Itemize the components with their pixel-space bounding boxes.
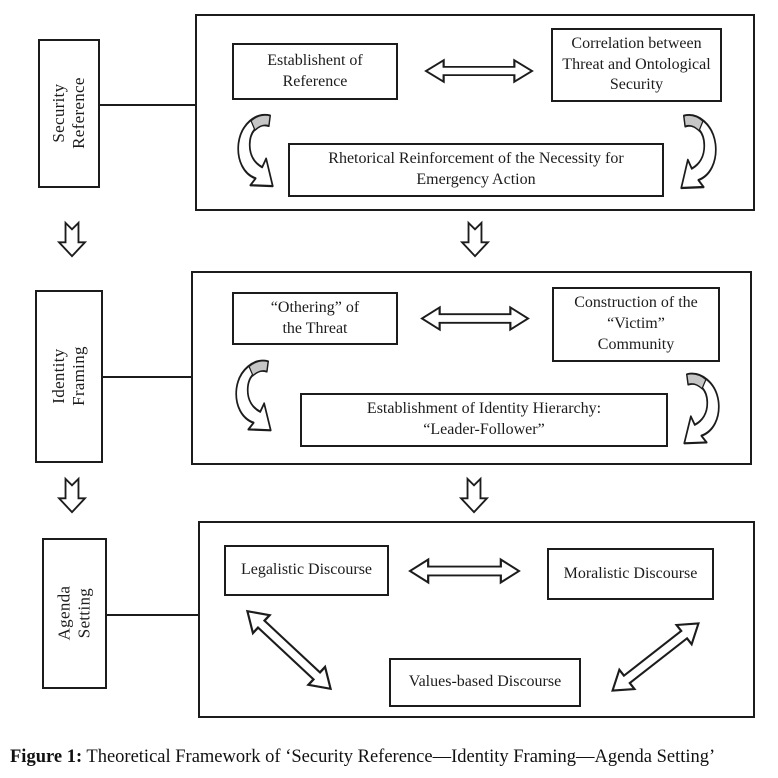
othering-of-threat-text: “Othering” of the Threat xyxy=(270,298,360,337)
legalistic-discourse-box: Legalistic Discourse xyxy=(224,545,389,596)
moralistic-discourse-text: Moralistic Discourse xyxy=(563,564,698,582)
figure-caption-text: Theoretical Framework of ‘Security Refer… xyxy=(82,747,716,767)
agenda-connector-line xyxy=(107,614,198,616)
security-connector-line xyxy=(100,104,195,106)
curved-arrow-icon xyxy=(235,359,272,432)
identity-hierarchy-text: Establishment of Identity Hierarchy: “Le… xyxy=(366,400,602,438)
legalistic-discourse-text: Legalistic Discourse xyxy=(240,561,373,579)
values-based-discourse-box: Values-based Discourse xyxy=(389,658,581,707)
double-arrow-icon xyxy=(408,558,521,584)
double-arrow-icon xyxy=(420,306,530,331)
agenda-setting-label-box: Agenda Setting xyxy=(42,538,107,689)
double-arrow-icon xyxy=(424,59,534,83)
down-arrow-icon xyxy=(460,477,488,514)
othering-of-threat-box: “Othering” of the Threat xyxy=(232,292,398,345)
moralistic-discourse-box: Moralistic Discourse xyxy=(547,548,714,600)
establishment-of-reference-text: Establishent of Reference xyxy=(267,51,363,90)
curved-arrow-icon xyxy=(237,113,274,188)
identity-hierarchy-box: Establishment of Identity Hierarchy: “Le… xyxy=(300,393,668,447)
curved-arrow-icon xyxy=(683,372,720,445)
down-arrow-icon xyxy=(58,221,86,258)
identity-framing-label-box: Identity Framing xyxy=(35,290,103,463)
identity-connector-line xyxy=(103,376,191,378)
down-arrow-icon xyxy=(461,221,489,258)
down-arrow-icon xyxy=(58,477,86,514)
figure-caption: Figure 1: Theoretical Framework of ‘Secu… xyxy=(10,746,772,769)
values-based-discourse-text: Values-based Discourse xyxy=(408,673,562,691)
establishment-of-reference-box: Establishent of Reference xyxy=(232,43,398,100)
agenda-section-box xyxy=(198,521,755,718)
correlation-threat-ontological-box: Correlation between Threat and Ontologic… xyxy=(551,28,722,102)
security-section-box xyxy=(195,14,755,211)
rhetorical-reinforcement-text: Rhetorical Reinforcement of the Necessit… xyxy=(328,150,624,188)
construction-victim-community-text: Construction of the “Victim” Community xyxy=(574,294,698,353)
figure-caption-label: Figure 1: xyxy=(10,747,83,767)
security-reference-label: Security Reference xyxy=(48,77,88,150)
identity-section-box xyxy=(191,271,752,465)
curved-arrow-icon xyxy=(680,113,717,190)
identity-framing-label: Identity Framing xyxy=(48,346,88,407)
correlation-threat-ontological-text: Correlation between Threat and Ontologic… xyxy=(562,34,711,94)
rhetorical-reinforcement-box: Rhetorical Reinforcement of the Necessit… xyxy=(288,143,664,197)
security-reference-label-box: Security Reference xyxy=(38,39,100,188)
agenda-setting-label: Agenda Setting xyxy=(54,586,94,641)
construction-victim-community-box: Construction of the “Victim” Community xyxy=(552,287,720,362)
